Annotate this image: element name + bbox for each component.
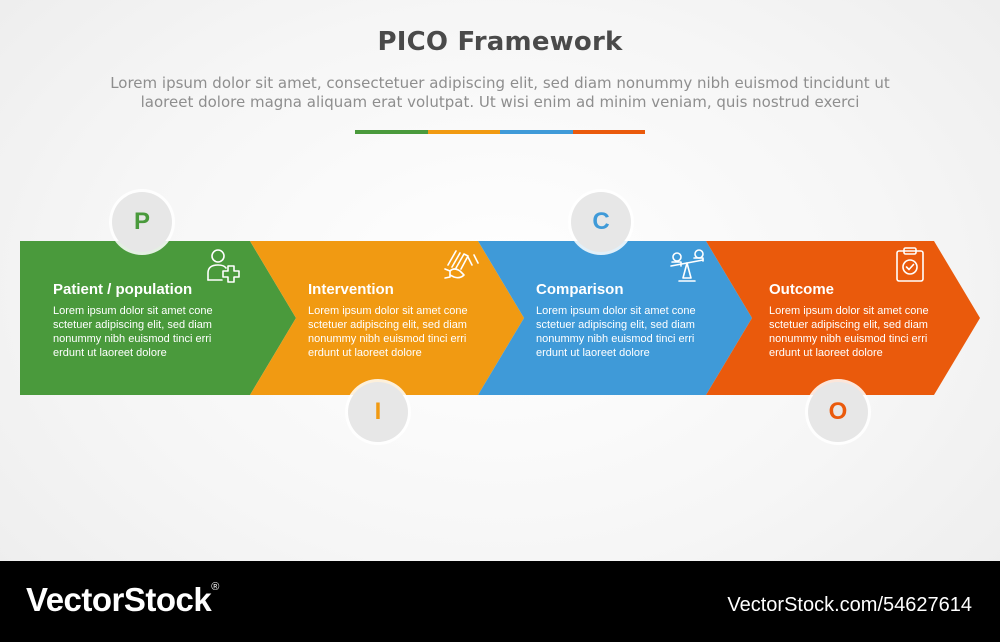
image-url: VectorStock.com/54627614 [727, 594, 972, 616]
chevron-outcome [706, 241, 980, 395]
step-outcome: Outcome Lorem ipsum dolor sit amet cone … [769, 281, 969, 360]
step-heading-comparison: Comparison [536, 281, 624, 298]
hand-cards-icon [442, 245, 480, 283]
color-divider [355, 130, 645, 134]
step-body-patient: Lorem ipsum dolor sit amet cone sctetuer… [53, 305, 213, 359]
letter-circle-i: I [348, 382, 408, 442]
chevron-intervention [250, 241, 524, 395]
page-title: PICO Framework [377, 27, 623, 57]
step-body-outcome: Lorem ipsum dolor sit amet cone sctetuer… [769, 305, 929, 359]
subtitle: Lorem ipsum dolor sit amet, consectetuer… [70, 74, 930, 112]
divider-orange [427, 130, 500, 134]
step-intervention: Intervention Lorem ipsum dolor sit amet … [308, 281, 508, 360]
chevron-patient [20, 241, 296, 395]
letter-p: P [133, 208, 150, 235]
divider-blue [500, 130, 573, 134]
step-patient: Patient / population Lorem ipsum dolor s… [53, 281, 253, 360]
letter-circle-c: C [571, 192, 631, 252]
letter-i: I [374, 398, 382, 425]
step-heading-outcome: Outcome [769, 281, 835, 298]
watermark-footer: VectorStock® VectorStock.com/54627614 [0, 561, 1000, 642]
step-body-intervention: Lorem ipsum dolor sit amet cone sctetuer… [308, 305, 468, 359]
subtitle-line-1: Lorem ipsum dolor sit amet, consectetuer… [110, 74, 890, 92]
clipboard-check-icon [891, 245, 929, 283]
letter-o: O [828, 398, 848, 425]
letter-circle-p: P [112, 192, 172, 252]
divider-green [355, 130, 428, 134]
registered-mark: ® [211, 581, 219, 593]
letter-c: C [592, 208, 610, 235]
step-heading-patient: Patient / population [53, 281, 193, 298]
divider-red [572, 130, 645, 134]
subtitle-line-2: laoreet dolore magna aliquam erat volutp… [140, 93, 860, 111]
step-comparison: Comparison Lorem ipsum dolor sit amet co… [536, 281, 736, 360]
letter-circle-o: O [808, 382, 868, 442]
brand-logo: VectorStock® [26, 581, 219, 619]
step-body-comparison: Lorem ipsum dolor sit amet cone sctetuer… [536, 305, 696, 359]
person-plus-icon [205, 247, 243, 285]
chevron-comparison [478, 241, 752, 395]
brand-name: VectorStock [26, 581, 212, 618]
step-heading-intervention: Intervention [308, 281, 394, 298]
seesaw-icon [668, 248, 706, 286]
chevron-arrow-band [20, 241, 980, 395]
